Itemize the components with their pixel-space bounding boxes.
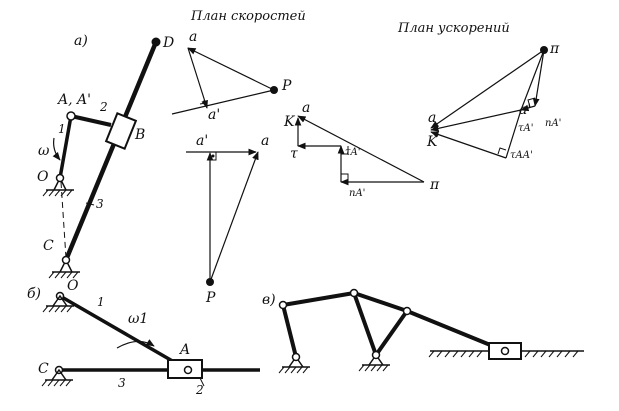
velocity-plan-top bbox=[171, 47, 278, 115]
label-b-2: 2 bbox=[196, 383, 204, 397]
velocity-plan-bottom bbox=[186, 148, 259, 286]
right-angle-bottom bbox=[210, 152, 217, 161]
label-b-omega1: ω1 bbox=[128, 311, 149, 327]
label-b-c: C bbox=[38, 361, 49, 377]
omega1-arrow bbox=[116, 339, 155, 349]
label-vp-a: a bbox=[189, 29, 198, 45]
label-b-3: 3 bbox=[118, 376, 126, 390]
label-b-a: A bbox=[180, 342, 191, 358]
label-accr-tau-aa: τAA' bbox=[510, 150, 533, 161]
support-o bbox=[42, 173, 74, 197]
vector-pa bbox=[187, 47, 275, 91]
slider-b bbox=[104, 112, 138, 150]
c-link-1 bbox=[281, 304, 298, 358]
vector-k-right bbox=[430, 109, 522, 132]
support-c bbox=[48, 255, 80, 279]
leader-3 bbox=[85, 202, 95, 206]
right-angle-tau bbox=[341, 146, 349, 155]
angle-dot bbox=[202, 100, 206, 104]
joint-a bbox=[66, 111, 76, 121]
omega-arrow bbox=[52, 137, 61, 161]
link-2 bbox=[70, 114, 112, 127]
label-accr-pi: π bbox=[550, 41, 560, 57]
acceleration-plan-mid bbox=[294, 115, 425, 186]
label-acc-pi: π bbox=[430, 177, 440, 193]
tau-aa-line bbox=[505, 109, 522, 159]
pole-pi-right bbox=[540, 46, 548, 54]
link-1-b bbox=[59, 294, 189, 372]
label-vp-p: P bbox=[282, 78, 292, 94]
label-aa-prime: A, A' bbox=[58, 92, 91, 108]
label-accr-n-a: nA' bbox=[545, 118, 562, 129]
label-acc-a: a bbox=[302, 100, 311, 116]
pole-p-top bbox=[270, 86, 278, 94]
label-2: 2 bbox=[100, 100, 108, 114]
c-link-3 bbox=[352, 292, 378, 356]
label-acc-tau-a: τA' bbox=[345, 147, 361, 158]
part-label-a: а) bbox=[74, 33, 88, 49]
label-acc-n-a: nA' bbox=[349, 188, 366, 199]
vector-n-right bbox=[532, 49, 545, 107]
label-accr-a-prime: a' bbox=[519, 102, 532, 118]
label-omega: ω bbox=[38, 143, 50, 159]
label-d: D bbox=[163, 35, 175, 51]
label-b: B bbox=[135, 127, 146, 143]
joint-d bbox=[151, 37, 161, 47]
direction-line bbox=[171, 89, 275, 115]
c-link-2 bbox=[282, 291, 355, 307]
link-3 bbox=[63, 41, 159, 261]
leader-2b bbox=[199, 377, 205, 387]
label-accr-k: K bbox=[427, 134, 438, 150]
right-angle-r2 bbox=[497, 147, 507, 155]
label-vp2-a-prime: a' bbox=[196, 133, 209, 149]
pole-p-bottom bbox=[206, 278, 214, 286]
part-label-b: б) bbox=[27, 286, 42, 302]
c-link-5 bbox=[374, 309, 409, 357]
angle-dot-bottom bbox=[211, 154, 215, 158]
part-label-c: в) bbox=[262, 292, 276, 308]
right-angle bbox=[199, 102, 208, 109]
label-vp2-p: P bbox=[206, 290, 216, 306]
right-angle-n bbox=[341, 173, 349, 182]
label-accr-tau-a: τA' bbox=[518, 123, 534, 134]
label-b-1: 1 bbox=[97, 295, 105, 309]
link-1 bbox=[58, 115, 73, 179]
pi-to-a-prime bbox=[520, 49, 545, 111]
label-acc-k: K bbox=[284, 114, 295, 130]
velocity-plan-title: План скоростей bbox=[191, 9, 306, 24]
vector-pi-a bbox=[297, 115, 425, 183]
label-3: 3 bbox=[96, 197, 104, 211]
vector-tau-right bbox=[520, 104, 536, 112]
label-o: O bbox=[37, 169, 49, 185]
label-vp2-a: a bbox=[261, 133, 270, 149]
vector-aa-prime bbox=[187, 47, 208, 109]
label-vp-a-prime: a' bbox=[208, 107, 221, 123]
acceleration-plan-right bbox=[430, 46, 548, 159]
label-b-o: O bbox=[67, 278, 79, 294]
c-link-4 bbox=[353, 291, 408, 313]
right-angle-r1 bbox=[527, 97, 536, 108]
acceleration-plan-title: План ускорений bbox=[398, 21, 510, 36]
label-1: 1 bbox=[58, 122, 66, 136]
joint-a-b bbox=[183, 365, 193, 375]
mechanism-b bbox=[41, 291, 260, 387]
vector-tau-aa bbox=[430, 131, 507, 159]
label-acc-tau: τ bbox=[290, 146, 298, 162]
vector-pa2 bbox=[209, 151, 259, 283]
mechanism-c bbox=[278, 288, 584, 374]
mechanism-a bbox=[42, 37, 161, 279]
label-accr-a: a bbox=[428, 110, 437, 126]
vector-pi-a-right bbox=[430, 49, 545, 129]
label-c: C bbox=[43, 238, 54, 254]
